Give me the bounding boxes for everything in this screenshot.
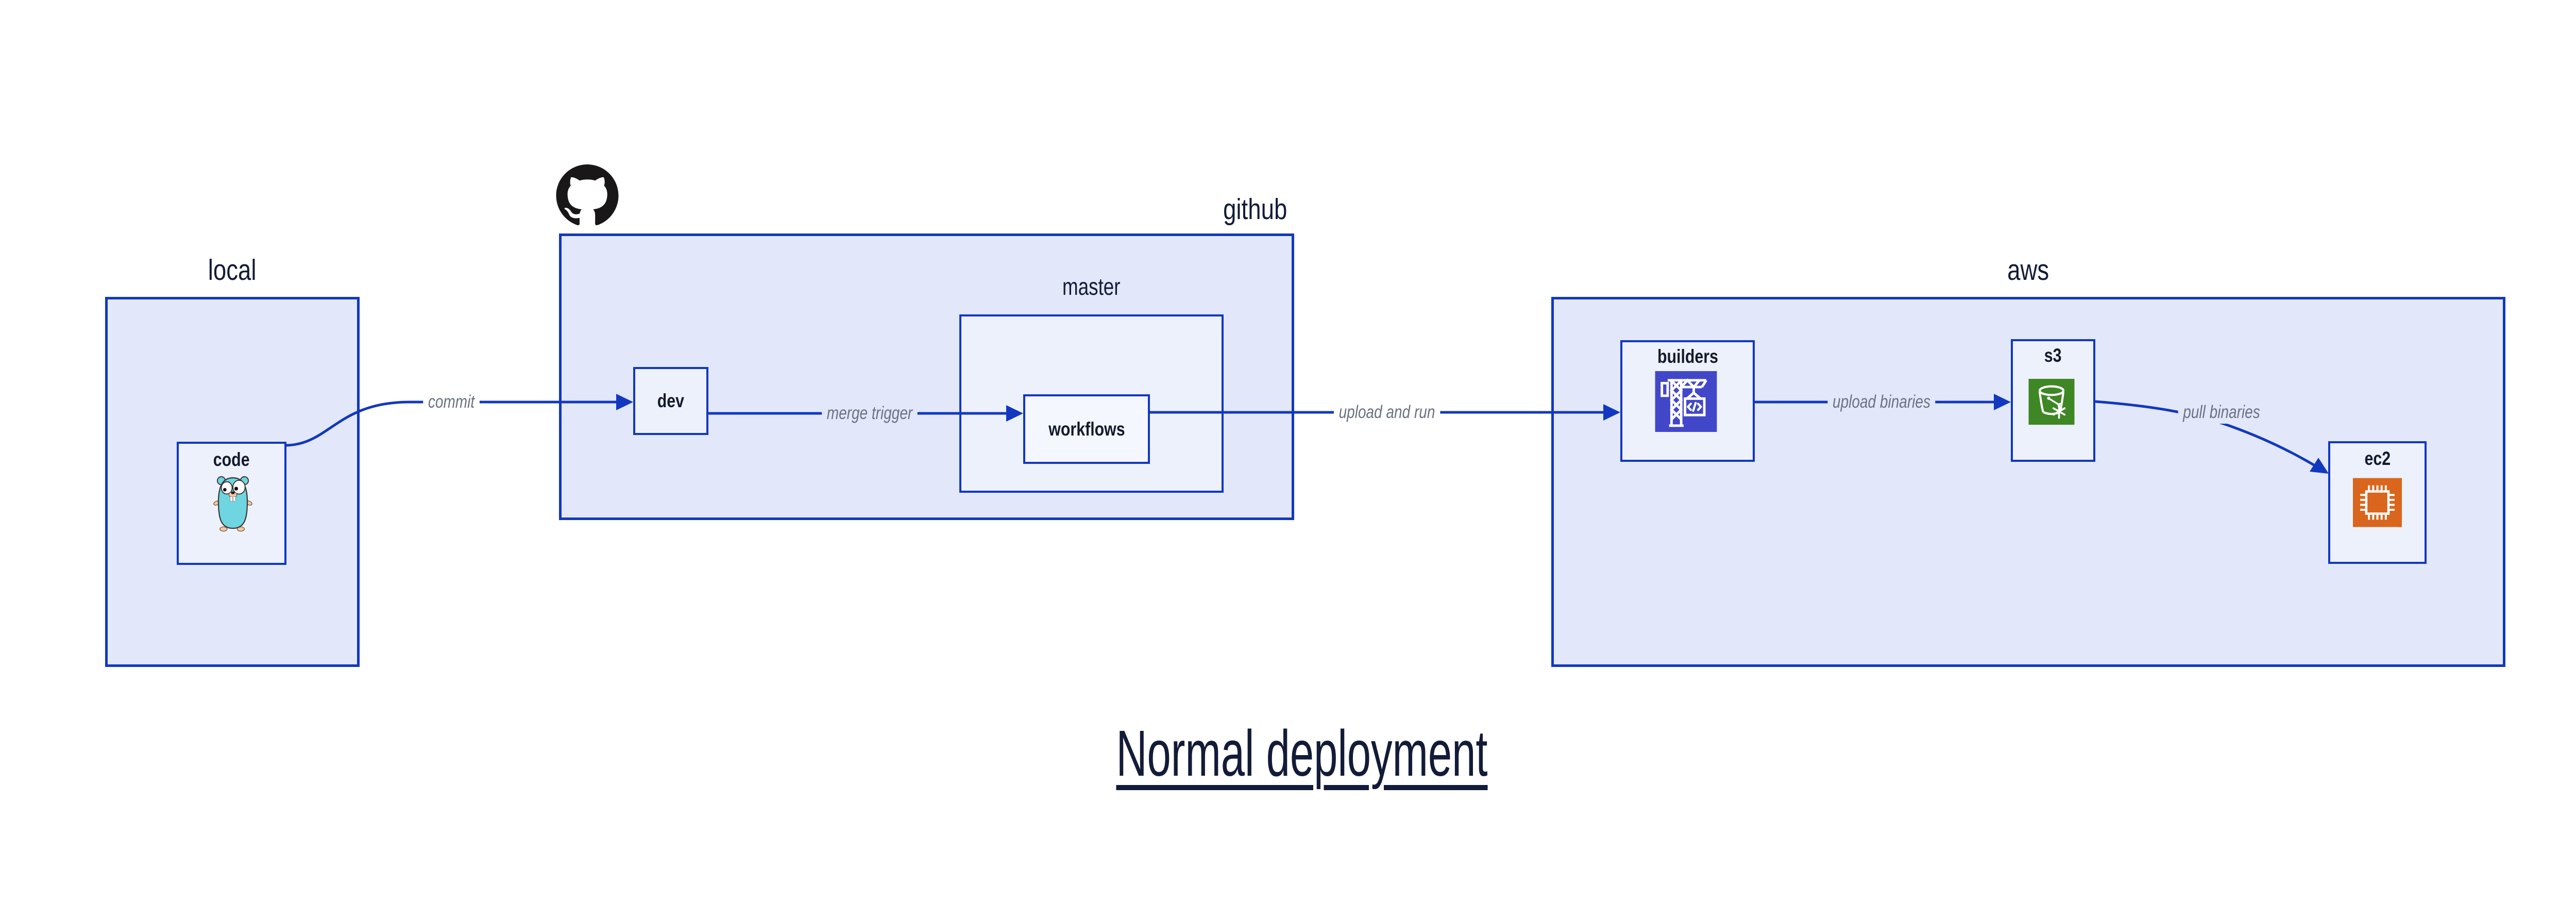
diagram-title: Normal deployment [1021, 717, 1583, 790]
aws-container-label: aws [1551, 254, 2505, 286]
workflows-node-box [1023, 394, 1150, 464]
github-label-text: github [1223, 193, 1287, 226]
github-container-label: github [559, 193, 1287, 225]
go-gopher-icon [213, 476, 252, 532]
merge-trigger-edge-label: merge trigger [810, 402, 929, 425]
pull-binaries-edge-label-text: pull binaries [2178, 401, 2265, 424]
aws-label-text: aws [2007, 254, 2049, 287]
builders-node-box [1620, 340, 1755, 462]
upload-binaries-edge-label: upload binaries [1814, 391, 1948, 413]
commit-edge-label: commit [416, 391, 487, 413]
master-label-text: master [1062, 273, 1121, 300]
upload-and-run-edge-label-text: upload and run [1333, 401, 1440, 424]
workflows-node-label: workflows [1023, 394, 1150, 464]
upload-binaries-edge-label-text: upload binaries [1827, 391, 1936, 413]
workflows-label-text: workflows [1048, 418, 1125, 440]
local-label-text: local [208, 254, 257, 287]
s3-label-text: s3 [2044, 345, 2062, 366]
ec2-label-text: ec2 [2364, 448, 2391, 469]
codebuild-crane-icon [1655, 371, 1717, 432]
code-node-label: code [177, 449, 286, 470]
ec2-node-label: ec2 [2328, 448, 2427, 469]
pull-binaries-arrow [2094, 400, 2329, 474]
local-container-label: local [105, 254, 360, 286]
diagram-title-text: Normal deployment [1116, 717, 1488, 790]
master-branch-label: master [959, 272, 1224, 301]
builders-label-text: builders [1657, 346, 1718, 367]
dev-label-text: dev [657, 390, 685, 411]
dev-node-label: dev [633, 367, 708, 435]
pull-binaries-edge-label: pull binaries [2167, 401, 2276, 424]
merge-trigger-edge-label-text: merge trigger [822, 402, 918, 425]
s3-bucket-icon [2028, 379, 2075, 425]
upload-and-run-edge-label: upload and run [1320, 401, 1453, 424]
commit-edge-label-text: commit [423, 391, 480, 413]
dev-node-box [633, 367, 708, 435]
code-label-text: code [213, 449, 250, 470]
s3-node-label: s3 [2011, 345, 2095, 366]
ec2-chip-icon [2353, 478, 2402, 527]
github-octocat-icon [556, 164, 619, 226]
builders-node-label: builders [1620, 346, 1755, 367]
commit-arrow [285, 394, 633, 447]
